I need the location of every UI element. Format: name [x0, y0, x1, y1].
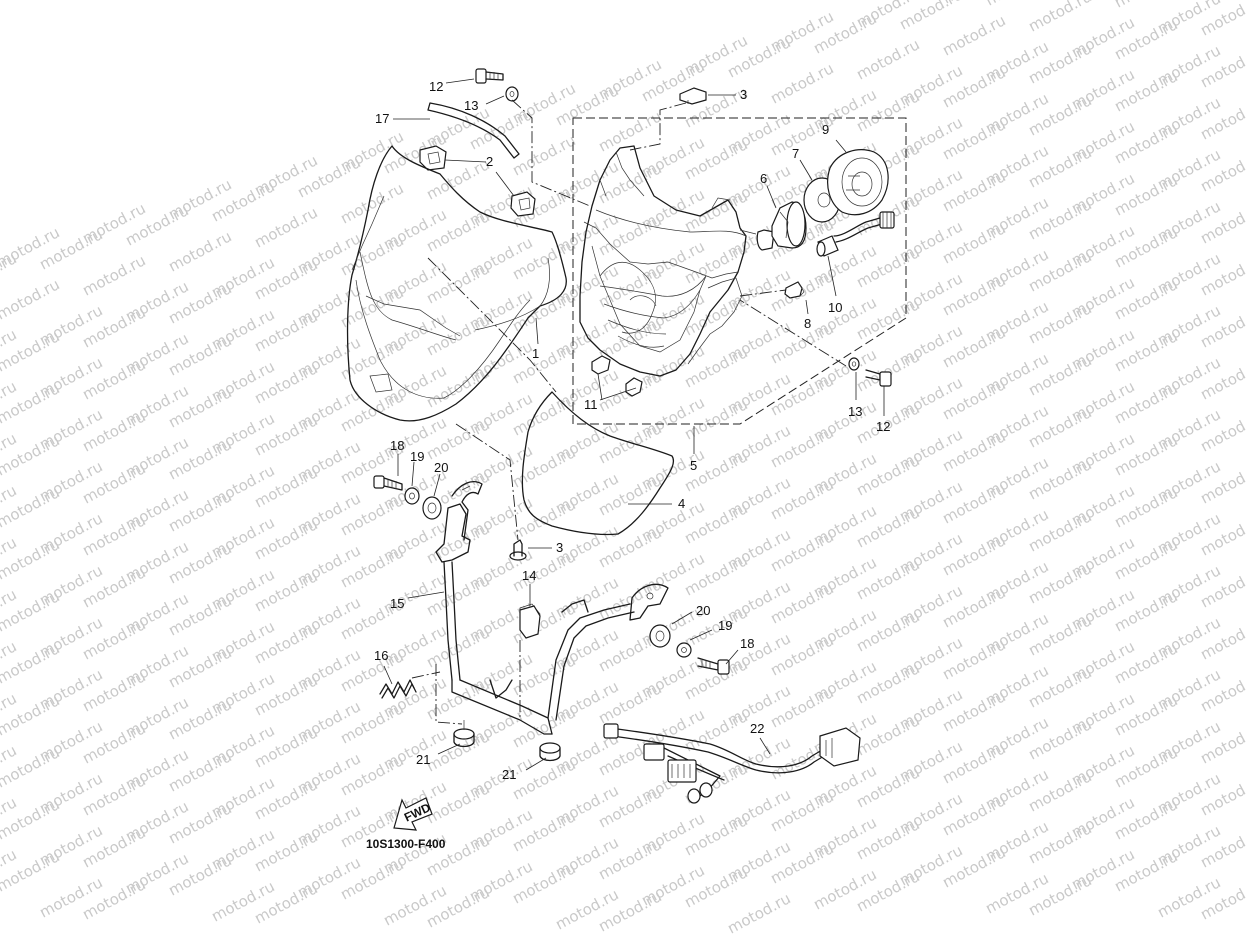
watermark-text: motod.ru: [595, 107, 664, 155]
watermark-text: motod.ru: [337, 179, 406, 227]
part-2-clip-b: [510, 191, 536, 217]
part-22-wire-harness: [603, 723, 861, 804]
leader-lines: [383, 78, 885, 771]
callout-16: 16: [374, 648, 388, 663]
watermark-text: motod.ru: [1111, 0, 1180, 12]
watermark-text: motod.ru: [853, 35, 922, 83]
part-3-screw-top: [679, 87, 707, 105]
part-3-screw-lower: [509, 539, 527, 561]
callout-11: 11: [584, 397, 598, 412]
callout-14: 14: [522, 568, 536, 583]
part-19-collar-left: [404, 487, 420, 505]
watermark-text: motod.ru: [509, 131, 578, 179]
part-21-damper-a: [453, 720, 475, 748]
part-13-washer-top: [505, 86, 519, 102]
part-2-clip-a: [419, 145, 447, 171]
callout-20-left: 20: [434, 460, 448, 475]
watermark-text: motod.ru: [251, 203, 320, 251]
callout-18-right: 18: [740, 636, 754, 651]
callout-12-top: 12: [429, 79, 443, 94]
callout-19-left: 19: [410, 449, 424, 464]
callout-21-b: 21: [502, 767, 516, 782]
assembly-boundary-5: [572, 117, 907, 425]
watermark-text: motod.ru: [767, 59, 836, 107]
part-12-bolt-right: [865, 369, 892, 387]
callout-1: 1: [532, 346, 539, 361]
callout-3-top: 3: [740, 87, 747, 102]
callout-13-right: 13: [848, 404, 862, 419]
callout-6: 6: [760, 171, 767, 186]
watermark-text: motod.ru: [982, 0, 1051, 10]
part-1-headlight-cover: [346, 145, 567, 422]
watermark-text: motod.ru: [724, 889, 793, 935]
part-18-bolt-left: [373, 475, 403, 491]
callout-21-a: 21: [416, 752, 430, 767]
callout-3-lower: 3: [556, 540, 563, 555]
watermark-text: motod.ru: [165, 227, 234, 275]
callout-15: 15: [390, 596, 404, 611]
callout-19-right: 19: [718, 618, 732, 633]
watermark-text: motod.ru: [0, 275, 63, 323]
callout-13-top: 13: [464, 98, 478, 113]
part-16-spring: [379, 679, 417, 699]
watermark-text: motod.ru: [939, 11, 1008, 59]
callout-8: 8: [804, 316, 811, 331]
callout-9: 9: [822, 122, 829, 137]
callout-labels: 12 13 17 2 3 9 7 6 1 8 10 11 13 12 5 18 …: [374, 79, 890, 782]
part-9-bulb-cover: [827, 149, 889, 216]
part-8-small-bulb: [784, 281, 805, 299]
part-13-washer-right: [848, 357, 860, 371]
callout-12-right: 12: [876, 419, 890, 434]
callout-2: 2: [486, 154, 493, 169]
part-12-bolt-top: [475, 68, 504, 84]
assembly-lines: [411, 99, 847, 725]
part-10-socket-wire: [816, 211, 895, 257]
drawing-code: 10S1300-F400: [366, 837, 446, 851]
callout-5: 5: [690, 458, 697, 473]
watermark-text: motod.ru: [79, 251, 148, 299]
part-17-strip: [427, 102, 520, 159]
part-20-grommet-right: [649, 624, 671, 648]
callout-4: 4: [678, 496, 685, 511]
part-15-headlight-stay: [435, 481, 669, 735]
callout-10: 10: [828, 300, 842, 315]
part-21-damper-b: [539, 742, 561, 762]
part-14-clip-nut: [519, 605, 541, 639]
callout-7: 7: [792, 146, 799, 161]
part-11-clip-b: [625, 377, 643, 397]
part-11-clip-a: [591, 355, 611, 375]
callout-22: 22: [750, 721, 764, 736]
callout-20-right: 20: [696, 603, 710, 618]
part-5-headlight-unit: [579, 145, 757, 377]
part-19-collar-right: [676, 642, 692, 658]
part-4-side-panel: [521, 391, 675, 536]
part-20-grommet-left: [422, 496, 442, 520]
watermark-text: motod.ru: [1025, 0, 1094, 36]
part-18-bolt-right: [697, 657, 730, 675]
part-6-bulb: [756, 201, 807, 251]
callout-17: 17: [375, 111, 389, 126]
callout-18-left: 18: [390, 438, 404, 453]
